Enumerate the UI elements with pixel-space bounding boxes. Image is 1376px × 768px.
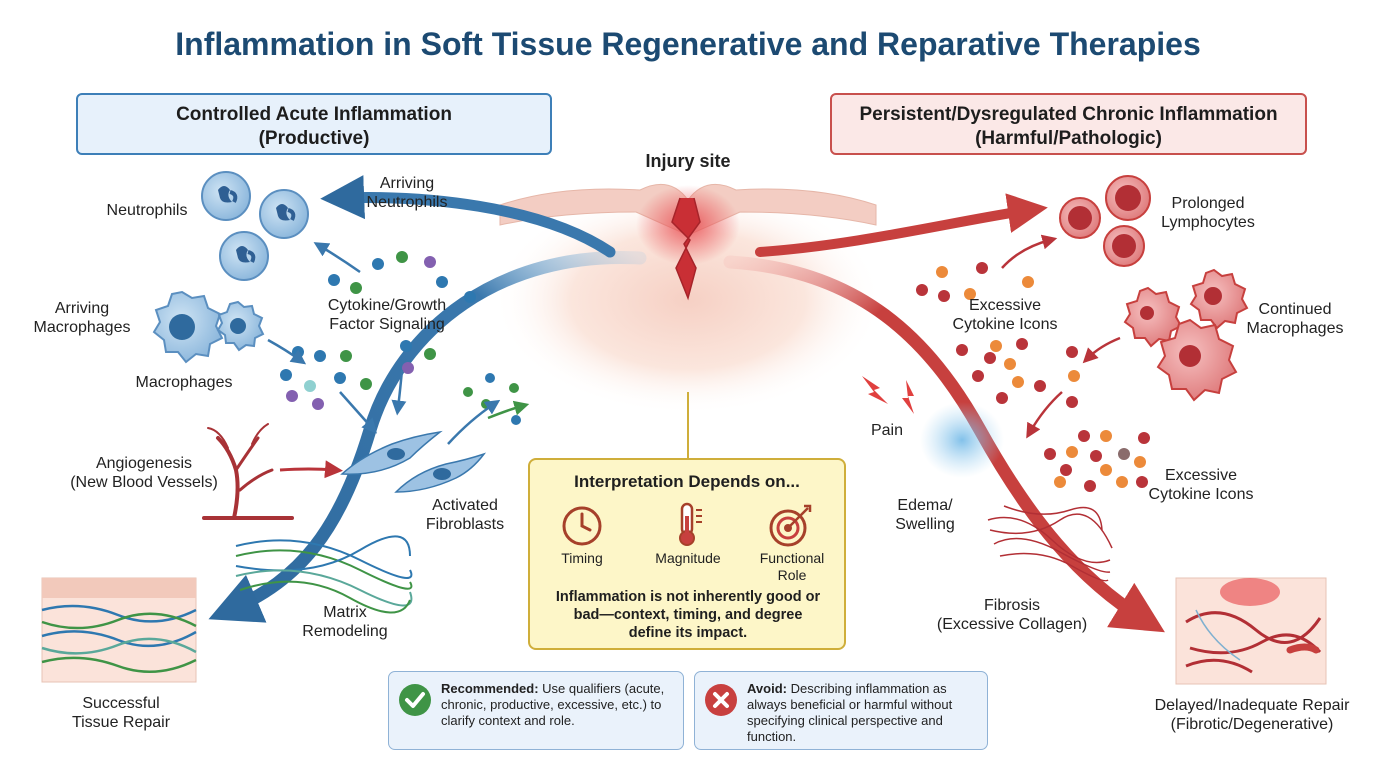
arriving-neutrophils-line1: Arriving (379, 175, 435, 192)
successful-repair-label: Successful Tissue Repair (56, 694, 186, 732)
macrophage-cells (152, 290, 265, 364)
blood-vessels (202, 423, 294, 520)
matrix-remodeling-line2: Remodeling (302, 623, 388, 640)
acute-header: Controlled Acute Inflammation (Productiv… (76, 93, 552, 155)
injury-site-label: Injury site (645, 151, 731, 171)
successful-tissue-image (41, 577, 197, 683)
clock-icon (562, 506, 602, 546)
prolonged-lymphocytes-line2: Lymphocytes (1161, 214, 1255, 231)
lymphocyte-arrow (755, 193, 1048, 257)
angiogenesis-line2: (New Blood Vessels) (70, 474, 218, 491)
magnitude-label: Magnitude (655, 550, 721, 566)
continued-macrophage-cells (1123, 268, 1249, 402)
functional-role-line2: Role (777, 567, 807, 583)
page-title: Inflammation in Soft Tissue Regenerative… (175, 26, 1201, 62)
continued-macrophages-line1: Continued (1258, 301, 1332, 318)
excessive-cytokine-1-line1: Excessive (968, 297, 1042, 314)
avoid-body: Describing inflammation as always benefi… (747, 681, 953, 744)
interpretation-message-line1: Inflammation is not inherently good or (555, 589, 821, 605)
signal-arrows-left (267, 242, 530, 479)
delayed-repair-image (1175, 577, 1327, 685)
avoid-note: Avoid: Describing inflammation as always… (694, 671, 988, 750)
fibrosis-line1: Fibrosis (983, 597, 1040, 614)
activated-fibroblasts-line1: Activated (432, 497, 498, 514)
recommended-note: Recommended: Use qualifiers (acute, chro… (388, 671, 684, 750)
fibrosis-label: Fibrosis (Excessive Collagen) (924, 596, 1100, 634)
avoid-label: Avoid: (747, 681, 787, 696)
arriving-macrophages-line2: Macrophages (33, 319, 131, 336)
recommended-text: Recommended: Use qualifiers (acute, chro… (441, 681, 677, 729)
successful-repair-line1: Successful (82, 695, 160, 712)
arriving-neutrophils-label: Arriving Neutrophils (348, 174, 466, 212)
interpretation-message-line3: define its impact. (628, 625, 748, 641)
delayed-repair-line2: (Fibrotic/Degenerative) (1170, 716, 1334, 733)
edema-line2: Swelling (895, 516, 955, 533)
excessive-cytokine-2-line1: Excessive (1164, 467, 1238, 484)
cytokine-dots-left (280, 251, 521, 425)
delayed-repair-label: Delayed/Inadequate Repair (Fibrotic/Dege… (1140, 696, 1364, 734)
chronic-header-line1: Persistent/Dysregulated Chronic Inflamma… (859, 104, 1278, 125)
macrophages-label: Macrophages (135, 374, 233, 391)
interpretation-message: Inflammation is not inherently good or b… (538, 588, 838, 642)
excessive-cytokine-2-line2: Cytokine Icons (1148, 486, 1254, 503)
excessive-cytokine-label-1: Excessive Cytokine Icons (940, 296, 1070, 334)
timing-label: Timing (561, 550, 603, 566)
acute-header-line2: (Productive) (258, 128, 370, 149)
recommended-label: Recommended: (441, 681, 539, 696)
interpretation-message-line2: bad—context, timing, and degree (573, 607, 803, 623)
avoid-text: Avoid: Describing inflammation as always… (747, 681, 983, 745)
activated-fibroblasts-label: Activated Fibroblasts (410, 496, 520, 534)
edema-line1: Edema/ (897, 497, 953, 514)
cytokine-dots-right (916, 262, 1150, 492)
arriving-neutrophils-line2: Neutrophils (366, 194, 448, 211)
cytokine-signaling-label: Cytokine/Growth Factor Signaling (312, 296, 462, 334)
pain-label: Pain (870, 422, 904, 439)
delayed-repair-line1: Delayed/Inadequate Repair (1154, 697, 1350, 714)
prolonged-lymphocytes-label: Prolonged Lymphocytes (1150, 194, 1266, 232)
continued-macrophages-line2: Macrophages (1246, 320, 1344, 337)
x-icon (705, 684, 737, 716)
signal-arrows-right (1001, 234, 1121, 439)
fibrosis-line2: (Excessive Collagen) (936, 616, 1088, 633)
matrix-fibers (235, 535, 413, 614)
pain-icon (862, 376, 914, 414)
target-icon (769, 504, 812, 547)
arriving-macrophages-label: Arriving Macrophages (24, 299, 140, 337)
activated-fibroblasts-line2: Fibroblasts (425, 516, 505, 533)
excessive-cytokine-label-2: Excessive Cytokine Icons (1136, 466, 1266, 504)
angiogenesis-line1: Angiogenesis (95, 455, 193, 472)
angiogenesis-label: Angiogenesis (New Blood Vessels) (56, 454, 232, 492)
matrix-remodeling-line1: Matrix (323, 604, 367, 621)
neutrophil-cells (201, 171, 309, 281)
acute-header-line1: Controlled Acute Inflammation (176, 104, 452, 125)
fibroblast-cells (340, 430, 487, 493)
edema-glow (920, 402, 1004, 478)
interpretation-title: Interpretation Depends on... (574, 472, 800, 491)
functional-role-line1: Functional (759, 550, 825, 566)
neutrophil-arrow (320, 175, 616, 258)
excessive-cytokine-1-line2: Cytokine Icons (952, 316, 1058, 333)
matrix-remodeling-label: Matrix Remodeling (290, 603, 400, 641)
recommended-body: Use qualifiers (acute, chronic, producti… (441, 681, 665, 728)
continued-macrophages-label: Continued Macrophages (1238, 300, 1352, 338)
chronic-header: Persistent/Dysregulated Chronic Inflamma… (830, 93, 1307, 155)
arriving-macrophages-line1: Arriving (54, 300, 110, 317)
checkmark-icon (399, 684, 431, 716)
interpretation-box: Interpretation Depends on... Timing Magn… (528, 458, 846, 650)
edema-label: Edema/ Swelling (880, 496, 970, 534)
lymphocyte-cells (1059, 175, 1151, 267)
chronic-header-line2: (Harmful/Pathologic) (975, 128, 1162, 149)
cytokine-signaling-line1: Cytokine/Growth (327, 297, 447, 314)
fibrosis-fibers (987, 505, 1113, 582)
neutrophils-label: Neutrophils (106, 202, 188, 219)
successful-repair-line2: Tissue Repair (71, 714, 171, 731)
thermometer-icon (679, 502, 702, 546)
functional-role-label: Functional Role (750, 550, 834, 584)
prolonged-lymphocytes-line1: Prolonged (1171, 195, 1245, 212)
cytokine-signaling-line2: Factor Signaling (329, 316, 445, 333)
